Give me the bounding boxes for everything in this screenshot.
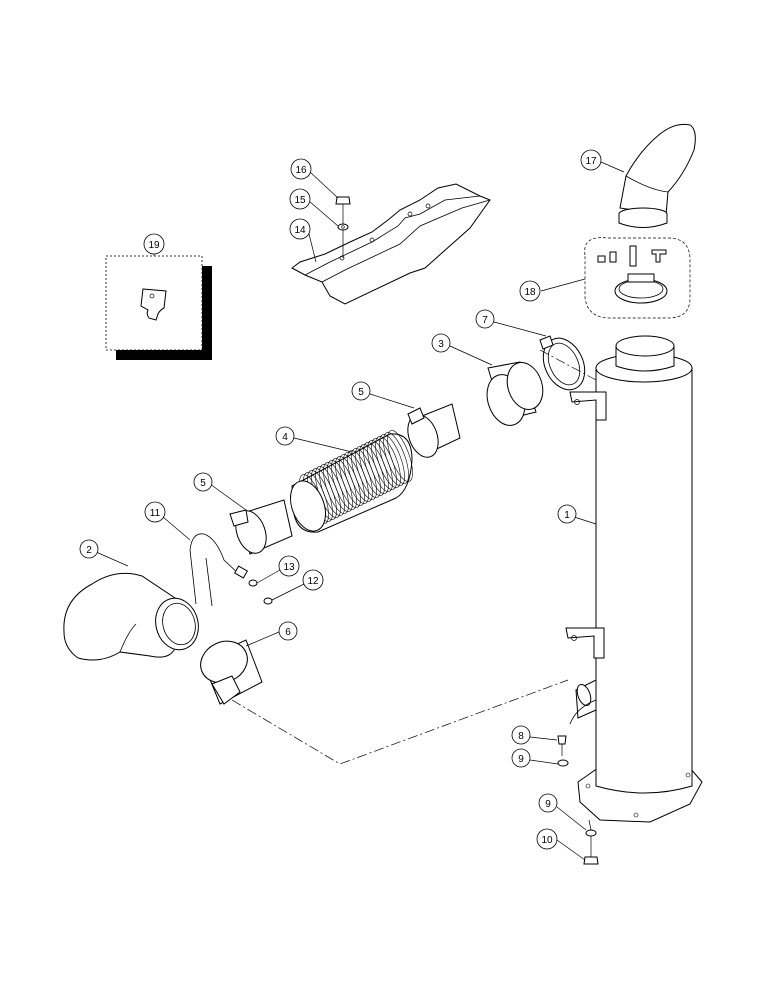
svg-text:5: 5 <box>200 478 206 489</box>
svg-text:19: 19 <box>148 240 160 251</box>
callout-4: 4 <box>275 426 295 446</box>
svg-text:7: 7 <box>482 315 488 326</box>
part-5-clamp-upper <box>407 403 461 458</box>
callout-3: 3 <box>431 333 451 353</box>
svg-text:1: 1 <box>564 510 570 521</box>
callout-19: 19 <box>143 233 165 255</box>
svg-text:16: 16 <box>295 165 307 176</box>
centerline <box>231 679 569 765</box>
callout-5-upper: 5 <box>351 381 371 401</box>
callout-9-lower: 9 <box>538 793 558 813</box>
callout-5-lower: 5 <box>193 472 213 492</box>
callout-15: 15 <box>289 188 311 210</box>
svg-text:4: 4 <box>282 432 288 443</box>
callout-14: 14 <box>289 218 311 240</box>
svg-text:9: 9 <box>518 754 524 765</box>
svg-text:11: 11 <box>150 508 161 519</box>
svg-text:5: 5 <box>358 387 364 398</box>
svg-text:13: 13 <box>283 562 295 573</box>
part-8-10-hardware <box>557 735 599 865</box>
svg-text:14: 14 <box>294 225 306 236</box>
part-12-13-nut-washer <box>248 579 273 605</box>
svg-text:3: 3 <box>438 339 444 350</box>
callout-11: 11 <box>144 501 166 523</box>
callout-9-upper: 9 <box>511 748 531 768</box>
callout-7: 7 <box>475 309 495 329</box>
callout-16: 16 <box>290 158 312 180</box>
callout-2: 2 <box>79 539 99 559</box>
svg-text:10: 10 <box>541 835 553 846</box>
svg-text:18: 18 <box>524 287 536 298</box>
part-18-clamp-kit <box>584 237 691 319</box>
svg-text:15: 15 <box>294 195 306 206</box>
callout-1: 1 <box>557 504 577 524</box>
part-17-elbow <box>618 123 696 228</box>
svg-text:12: 12 <box>307 576 319 587</box>
callout-8: 8 <box>511 725 531 745</box>
svg-text:2: 2 <box>86 545 92 556</box>
part-14-heat-shield <box>291 183 491 305</box>
callout-10: 10 <box>536 828 558 850</box>
part-6-clamp <box>200 639 263 705</box>
part-1-muffler <box>565 335 703 823</box>
part-5-clamp-lower <box>229 499 293 555</box>
callout-6: 6 <box>278 621 298 641</box>
centerline-upper <box>539 349 597 381</box>
callout-12: 12 <box>302 569 324 591</box>
part-19-inset-box <box>105 254 212 360</box>
callout-18: 18 <box>519 280 541 302</box>
svg-text:17: 17 <box>585 156 597 167</box>
svg-text:9: 9 <box>545 799 551 810</box>
part-7-clamp <box>539 335 586 391</box>
callout-13: 13 <box>278 555 300 577</box>
svg-text:6: 6 <box>285 627 291 638</box>
part-15-16-washer-nut <box>335 196 351 258</box>
part-4-flex-hose <box>290 430 413 533</box>
part-11-u-bolt <box>189 533 249 607</box>
callout-17: 17 <box>580 149 602 171</box>
leader-lines <box>95 161 625 861</box>
part-2-elbow <box>63 572 199 661</box>
part-3-adapter <box>486 361 544 426</box>
svg-text:8: 8 <box>518 731 524 742</box>
